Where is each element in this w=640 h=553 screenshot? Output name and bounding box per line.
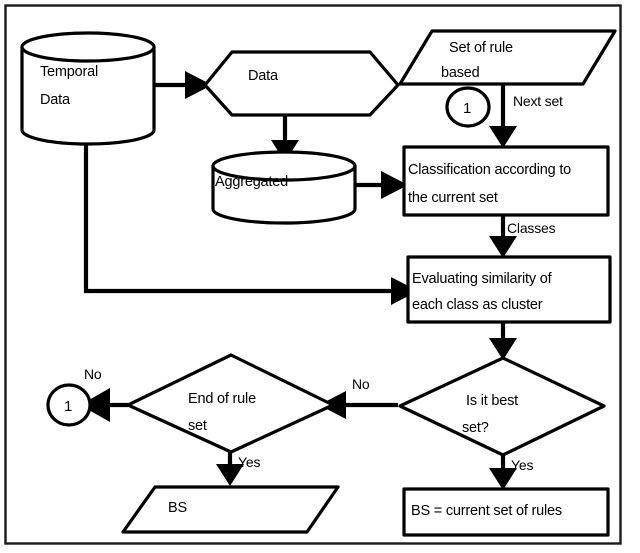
node-label-data-hexagon: Data [248,68,278,84]
edge-aggregated-to-classification [355,171,408,199]
node-data-hexagon [203,50,400,117]
node-label-is-it-best-set-line2: set? [462,420,489,436]
edge-ruleset-to-classification [489,84,517,148]
node-is-it-best-set [398,356,606,457]
node-label-is-it-best-set-line1: Is it best [466,393,518,409]
edge-temporal-to-data [155,71,212,99]
node-bs-assign [402,487,610,537]
edge-label-is-best-no: No [352,376,370,392]
edge-evaluating-to-isbest [489,322,517,360]
edge-classification-to-evaluating [489,215,517,258]
edge-label-end-rule-no: No [84,366,102,382]
edge-label-is-best-yes: Yes [511,457,534,473]
node-label-connector-one-top: 1 [463,100,472,117]
node-temporal-data [20,31,156,146]
node-label-temporal-data-line1: Temporal [40,64,99,80]
node-label-end-of-rule-set-line2: set [188,418,207,434]
node-bs-output [121,485,340,534]
node-label-connector-one-bottom: 1 [64,398,73,415]
node-label-temporal-data-line2: Data [40,92,70,108]
node-aggregated [211,150,357,225]
node-label-bs-assign: BS = current set of rules [411,503,562,519]
node-connector-one-top [445,86,491,128]
edge-isbest-yes-to-bsassign [489,455,517,490]
node-label-evaluating-line2: each class as cluster [412,297,543,313]
edge-endrule-no-to-connector [80,388,128,422]
node-label-set-of-rule-based-line2: based [441,65,480,81]
edge-label-next-set: Next set [513,93,563,109]
node-label-aggregated: Aggregated [215,174,288,190]
node-evaluating [406,255,612,324]
node-label-bs-output: BS [168,500,187,516]
node-set-of-rule-based [398,29,617,86]
node-label-end-of-rule-set-line1: End of rule [188,391,256,407]
edge-temporal-to-evaluating [83,140,418,305]
node-end-of-rule-set [126,353,335,454]
node-connector-one-bottom [46,383,92,427]
node-label-evaluating-line1: Evaluating similarity of [412,271,552,287]
edge-label-classes: Classes [507,220,556,236]
edge-label-end-rule-yes: Yes [238,454,261,470]
node-classification [402,145,610,217]
node-label-set-of-rule-based-line1: Set of rule [449,40,513,56]
node-label-classification-line2: the current set [408,190,498,206]
outer-frame [4,4,622,545]
edge-endrule-yes-to-bs [216,452,244,486]
node-label-classification-line1: Classification according to [408,162,572,178]
